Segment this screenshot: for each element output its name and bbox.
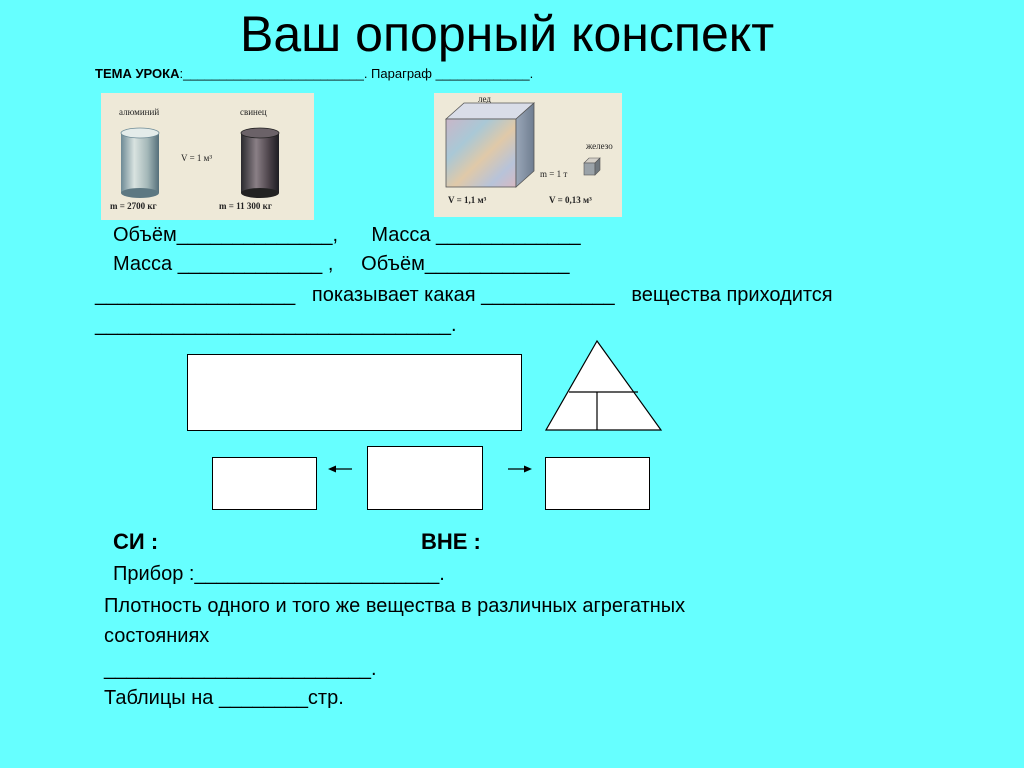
density-definition-line-1: __________________ показывает какая ____…	[95, 284, 833, 306]
cubes-image: лед железо m = 1 т V = 1,1 м³ V = 0,13 м…	[434, 93, 622, 217]
si-units-label: СИ :	[113, 529, 159, 554]
tables-page-blank: Таблицы на ________стр.	[104, 687, 344, 709]
aluminium-mass: m = 2700 кг	[110, 201, 157, 211]
volume-label: V = 1 м³	[181, 153, 212, 163]
cylinders-image: алюминий свинец V = 1 м³ m = 2700 кг m =…	[101, 93, 314, 220]
density-states-line-2: состояниях	[104, 625, 210, 647]
unit-box-center	[367, 446, 483, 510]
aluminium-label: алюминий	[119, 107, 159, 117]
density-definition-line-2: ________________________________.	[95, 314, 457, 336]
topic-line: ТЕМА УРОКА:_________________________. Па…	[95, 66, 533, 82]
slide-title: Ваш опорный конспект	[240, 6, 775, 62]
iron-cube	[583, 157, 601, 176]
iron-volume: V = 0,13 м³	[549, 195, 592, 205]
arrow-right-icon	[508, 465, 532, 473]
non-si-units-label: ВНЕ :	[421, 529, 481, 554]
unit-box-right	[545, 457, 650, 510]
volume-mass-blank-row-2: Масса _____________ , Объём_____________	[113, 253, 570, 275]
iron-mass: m = 1 т	[540, 169, 567, 179]
unit-box-left	[212, 457, 317, 510]
volume-mass-blank-row-1: Объём______________, Масса _____________	[113, 224, 581, 246]
density-states-line-1: Плотность одного и того же вещества в ра…	[104, 595, 686, 617]
lead-mass: m = 11 300 кг	[219, 201, 272, 211]
lead-cylinder	[240, 127, 280, 198]
topic-label: ТЕМА УРОКА	[95, 66, 180, 81]
ice-cube	[444, 102, 536, 188]
aluminium-cylinder	[120, 127, 160, 198]
lead-label: свинец	[240, 107, 267, 117]
ice-label: лед	[478, 94, 491, 104]
formula-box	[187, 354, 522, 431]
density-states-blank: ________________________.	[104, 658, 377, 680]
arrow-left-icon	[328, 465, 352, 473]
topic-blank: :_________________________. Параграф ___…	[179, 66, 534, 81]
formula-triangle	[544, 339, 663, 431]
device-blank: Прибор :______________________.	[113, 563, 445, 585]
ice-volume: V = 1,1 м³	[448, 195, 487, 205]
iron-label: железо	[585, 141, 613, 151]
